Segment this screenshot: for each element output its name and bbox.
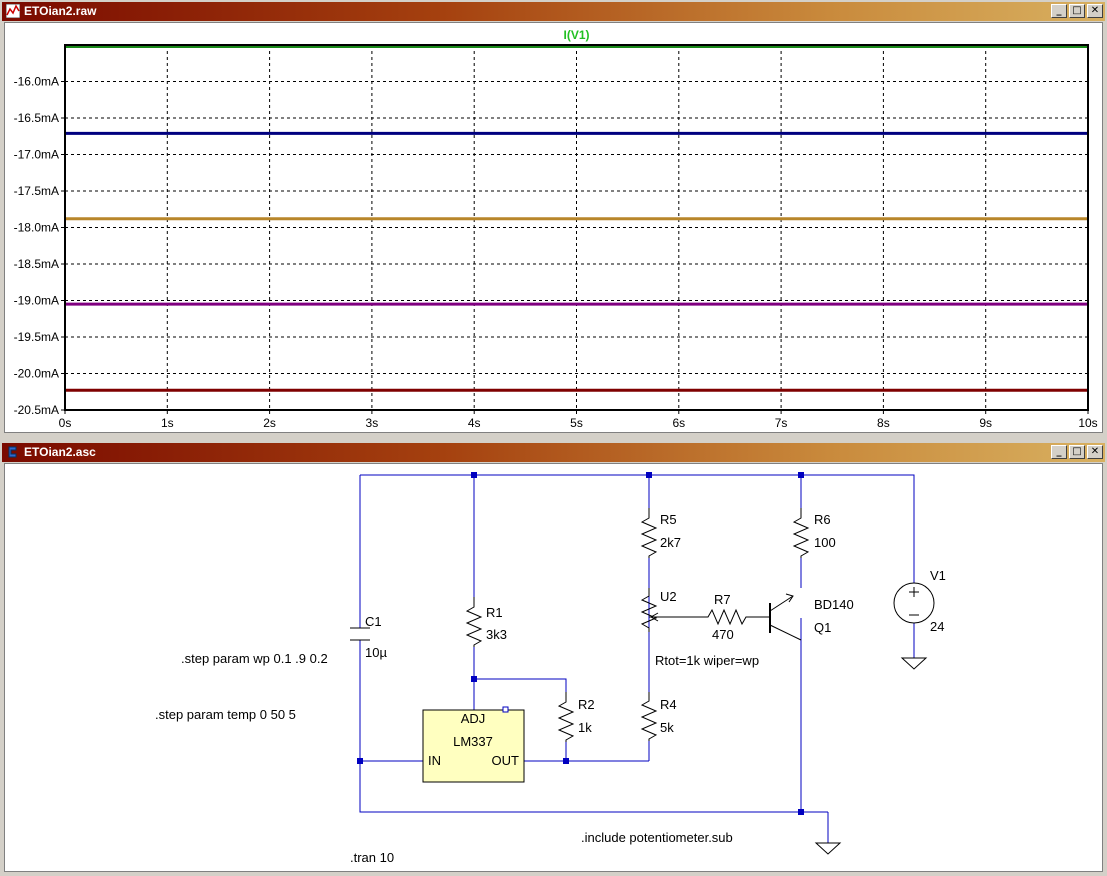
transistor-q1[interactable] — [769, 593, 802, 641]
r4-value: 5k — [660, 720, 674, 735]
chart-series — [65, 44, 1088, 392]
ground-symbol-main — [814, 842, 842, 855]
minimize-button[interactable]: _ — [1051, 4, 1067, 18]
r1-name: R1 — [486, 605, 503, 620]
resistor-r7[interactable] — [702, 608, 770, 626]
regulator-lm337[interactable] — [422, 706, 525, 783]
x-tick-label: 5s — [570, 416, 583, 430]
schematic-canvas[interactable]: R1 3k3 R2 1k R4 5k R5 2k7 — [5, 464, 1102, 871]
waveform-app-icon — [6, 4, 20, 18]
r6-name: R6 — [814, 512, 831, 527]
close-button[interactable]: ✕ — [1087, 4, 1103, 18]
ground-symbol-v1 — [900, 657, 928, 670]
maximize-button[interactable]: □ — [1069, 445, 1085, 459]
q1-model: BD140 — [814, 597, 854, 612]
y-tick-label: -18.5mA — [14, 257, 59, 271]
waveform-titlebar[interactable]: ETOian2.raw _ □ ✕ — [2, 2, 1105, 21]
lm337-out-pin: OUT — [492, 753, 520, 768]
y-tick-label: -16.0mA — [14, 75, 59, 89]
v1-value: 24 — [930, 619, 944, 634]
chart-grid — [65, 45, 1088, 410]
wires — [359, 474, 915, 843]
y-tick-label: -19.0mA — [14, 294, 59, 308]
x-tick-label: 1s — [161, 416, 174, 430]
r6-value: 100 — [814, 535, 836, 550]
x-tick-label: 7s — [775, 416, 788, 430]
r2-name: R2 — [578, 697, 595, 712]
close-button[interactable]: ✕ — [1087, 445, 1103, 459]
c1-value: 10µ — [365, 645, 387, 660]
y-axis: -16.0mA -16.5mA -17.0mA -17.5mA -18.0mA -18.5… — [14, 75, 65, 417]
directive-step-wp[interactable]: .step param wp 0.1 .9 0.2 — [181, 651, 328, 666]
waveform-window-title: ETOian2.raw — [24, 4, 97, 18]
x-tick-label: 8s — [877, 416, 890, 430]
x-tick-label: 10s — [1078, 416, 1097, 430]
voltage-source-v1[interactable] — [893, 582, 935, 624]
r5-value: 2k7 — [660, 535, 681, 550]
r4-name: R4 — [660, 697, 677, 712]
u2-name: U2 — [660, 589, 677, 604]
q1-name: Q1 — [814, 620, 831, 635]
trace-label[interactable]: I(V1) — [563, 28, 589, 42]
x-tick-label: 0s — [59, 416, 72, 430]
u2-params: Rtot=1k wiper=wp — [655, 653, 759, 668]
waveform-chart[interactable]: -16.0mA -16.5mA -17.0mA -17.5mA -18.0mA -18.5… — [5, 23, 1102, 432]
waveform-plot-area[interactable]: -16.0mA -16.5mA -17.0mA -17.5mA -18.0mA -18.5… — [4, 22, 1103, 433]
schematic-window: ETOian2.asc _ □ ✕ — [0, 441, 1107, 876]
schematic-app-icon — [8, 446, 17, 458]
potentiometer-u2[interactable] — [640, 588, 702, 632]
resistor-r4[interactable] — [640, 692, 658, 741]
junctions — [357, 472, 804, 815]
maximize-button[interactable]: □ — [1069, 4, 1085, 18]
c1-name: C1 — [365, 614, 382, 629]
capacitor-c1[interactable] — [350, 627, 370, 641]
resistor-r5[interactable] — [640, 508, 658, 558]
y-tick-label: -16.5mA — [14, 111, 59, 125]
x-tick-label: 6s — [672, 416, 685, 430]
minimize-button[interactable]: _ — [1051, 445, 1067, 459]
resistor-r2[interactable] — [557, 692, 575, 742]
v1-name: V1 — [930, 568, 946, 583]
lm337-adj-pin: ADJ — [461, 711, 486, 726]
lm337-name: LM337 — [453, 734, 493, 749]
x-tick-label: 2s — [263, 416, 276, 430]
y-tick-label: -19.5mA — [14, 330, 59, 344]
r7-value: 470 — [712, 627, 734, 642]
waveform-window: ETOian2.raw _ □ ✕ -16.0mA-16.5mA-17.0mA-… — [0, 0, 1107, 437]
schematic-titlebar[interactable]: ETOian2.asc _ □ ✕ — [2, 443, 1105, 462]
r1-value: 3k3 — [486, 627, 507, 642]
x-tick-label: 4s — [468, 416, 481, 430]
resistor-r1[interactable] — [465, 597, 483, 647]
y-tick-label: -18.0mA — [14, 221, 59, 235]
schematic-canvas-area[interactable]: R1 3k3 R2 1k R4 5k R5 2k7 — [4, 463, 1103, 872]
r7-name: R7 — [714, 592, 731, 607]
r5-name: R5 — [660, 512, 677, 527]
y-tick-label: -17.0mA — [14, 148, 59, 162]
x-tick-label: 9s — [979, 416, 992, 430]
directive-include[interactable]: .include potentiometer.sub — [581, 830, 733, 845]
lm337-in-pin: IN — [428, 753, 441, 768]
x-tick-label: 3s — [366, 416, 379, 430]
resistor-r6[interactable] — [792, 508, 810, 558]
r2-value: 1k — [578, 720, 592, 735]
x-axis: 0s 1s 2s 3s 4s 5s 6s 7s 8s 9s 10s — [59, 410, 1098, 430]
y-tick-label: -20.5mA — [14, 403, 59, 417]
directive-step-temp[interactable]: .step param temp 0 50 5 — [155, 707, 296, 722]
schematic-window-title: ETOian2.asc — [24, 445, 96, 459]
directive-tran[interactable]: .tran 10 — [350, 850, 394, 865]
y-tick-label: -20.0mA — [14, 367, 59, 381]
y-tick-label: -17.5mA — [14, 184, 59, 198]
